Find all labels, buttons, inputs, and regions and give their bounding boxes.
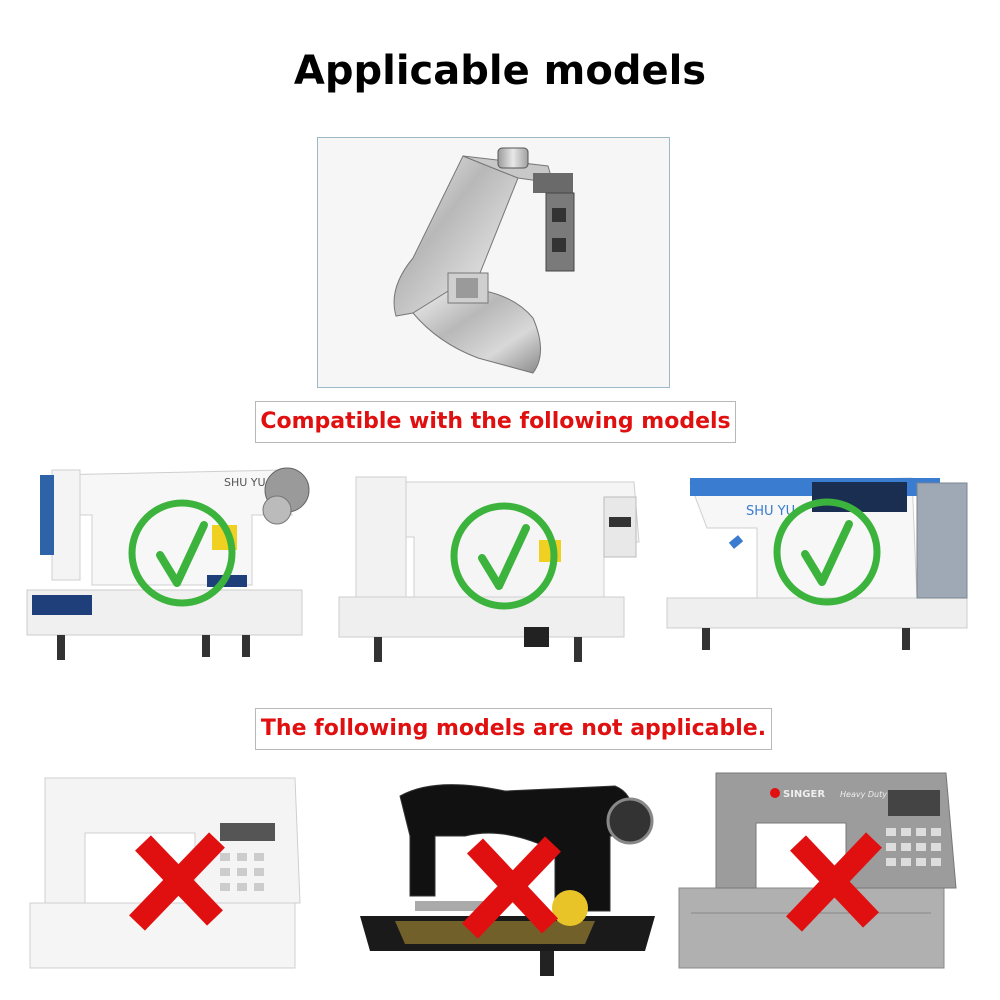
- compatible-machine-3: SHU YU: [662, 468, 977, 653]
- singer-brand-text: SINGER: [783, 789, 825, 800]
- compatible-label: Compatible with the following models: [255, 401, 736, 443]
- compatible-machine-2: [334, 462, 644, 667]
- check-circle-icon: [773, 498, 881, 606]
- folder-attachment-illustration: [393, 147, 575, 374]
- singer-sub-text: Heavy Duty: [840, 790, 887, 799]
- incompatible-machine-2: [355, 776, 655, 981]
- page-title: Applicable models: [293, 48, 707, 94]
- not-applicable-label: The following models are not applicable.: [255, 708, 772, 750]
- cross-icon: [129, 832, 225, 931]
- check-circle-icon: [450, 502, 558, 610]
- incompatible-machine-3: SINGER Heavy Duty: [676, 768, 966, 973]
- machine-brand-text: SHU YU: [224, 476, 266, 489]
- check-circle-icon: [128, 499, 236, 607]
- cross-icon: [786, 832, 882, 932]
- compatible-machine-1: SHU YU: [22, 455, 322, 665]
- cross-icon: [462, 836, 561, 939]
- machine-brand-text: SHU YU: [746, 504, 795, 519]
- product-image: [317, 137, 670, 388]
- incompatible-machine-1: [25, 768, 305, 973]
